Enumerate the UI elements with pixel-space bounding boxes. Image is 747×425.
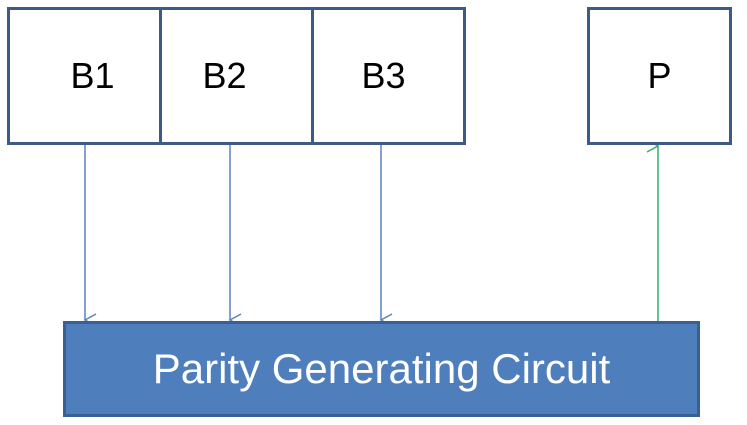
input-box-b1: B1 <box>7 7 162 145</box>
output-label-p: P <box>647 55 672 96</box>
circuit-label: Parity Generating Circuit <box>152 345 611 392</box>
input-label-b2: B2 <box>202 55 247 96</box>
output-box-p: P <box>587 7 732 145</box>
input-box-b3: B3 <box>311 7 466 145</box>
input-label-b3: B3 <box>361 55 406 96</box>
input-label-b1: B1 <box>70 55 115 96</box>
input-box-b2: B2 <box>159 7 314 145</box>
parity-generating-circuit-block: Parity Generating Circuit <box>63 321 700 417</box>
